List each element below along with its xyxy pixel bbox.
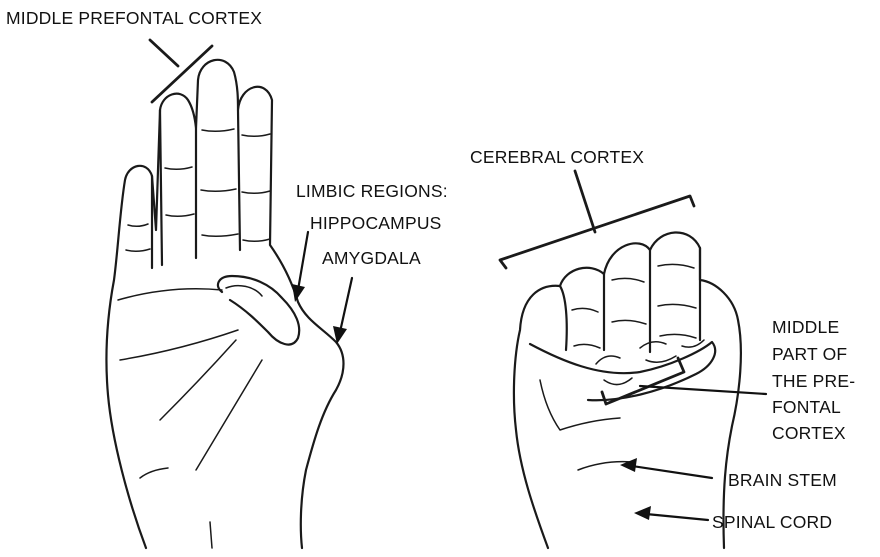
prefrontal-bracket — [150, 40, 212, 102]
fist-fingers — [560, 248, 700, 352]
limbic-regions-label: LIMBIC REGIONS: — [296, 181, 448, 201]
brain-stem-arrow — [620, 458, 712, 478]
brain-stem-label: BRAIN STEM — [728, 470, 837, 490]
amygdala-arrow — [333, 278, 352, 344]
hippocampus-arrow — [292, 232, 308, 302]
middle-prefrontal-bracket — [602, 358, 684, 404]
open-hand-illustration — [106, 60, 343, 548]
wrist-crease — [210, 522, 212, 548]
spinal-cord-arrow — [634, 506, 708, 520]
finger-creases — [126, 129, 270, 251]
middle-part-label-line-5: CORTEX — [772, 423, 846, 443]
amygdala-label: AMYGDALA — [322, 248, 421, 268]
fist-wrist-lines — [540, 380, 632, 470]
middle-part-label-line-3: THE PRE- — [772, 371, 855, 391]
hippocampus-label: HIPPOCAMPUS — [310, 213, 442, 233]
middle-prefrontal-cortex-label: MIDDLE PREFONTAL CORTEX — [6, 8, 262, 28]
fist-knuckles — [572, 264, 696, 348]
middle-part-label-line-4: FONTAL — [772, 397, 841, 417]
fist-thumb — [530, 342, 715, 400]
cerebral-cortex-label: CEREBRAL CORTEX — [470, 147, 644, 167]
cerebral-cortex-bracket — [500, 171, 694, 268]
middle-part-label-line-2: PART OF — [772, 344, 847, 364]
middle-part-label-line-1: MIDDLE — [772, 317, 839, 337]
thumbnail — [226, 286, 262, 296]
spinal-cord-label: SPINAL CORD — [712, 512, 832, 532]
open-hand-outline — [106, 60, 343, 548]
palm-lines — [118, 289, 262, 478]
middle-finger-right-edge — [238, 110, 240, 250]
ring-finger-left-edge — [160, 110, 162, 265]
